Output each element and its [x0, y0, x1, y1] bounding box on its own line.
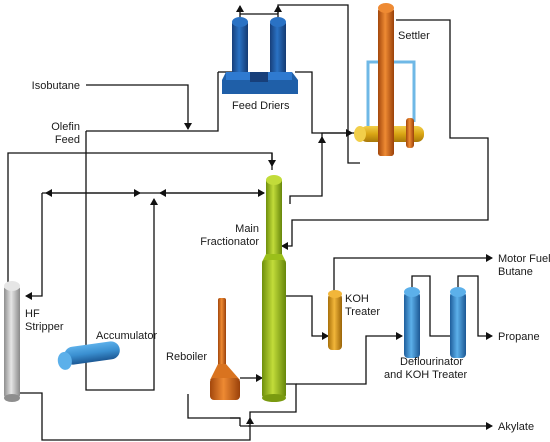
settler-overhead-to-fractionator: [281, 19, 489, 250]
labels: Isobutane Olefin Feed Feed Driers Settle…: [25, 30, 550, 433]
accumulator: [57, 341, 120, 370]
deflourinator-label: Deflourinator: [400, 356, 463, 368]
isobutane-line: [86, 84, 192, 130]
hf-label: HF: [25, 308, 40, 320]
motor-fuel-label: Motor Fuel: [498, 253, 550, 265]
reboiler-label: Reboiler: [166, 351, 207, 363]
feed-label: Feed: [55, 134, 80, 146]
main-fractionator: [262, 175, 286, 402]
butane-label: Butane: [498, 266, 533, 278]
propane-line: [457, 275, 493, 340]
flow-lines: [7, 4, 493, 441]
to-deflourinator-line: [296, 332, 403, 385]
stripper-label: Stripper: [25, 321, 64, 333]
deflourinator-link-line: [411, 275, 450, 337]
olefin-feed-line: [86, 72, 219, 132]
accumulator-label: Accumulator: [96, 330, 157, 342]
fractionator-label: Fractionator: [200, 236, 259, 248]
isobutane-label: Isobutane: [32, 80, 80, 92]
fractionator-to-stripper-line: [7, 152, 273, 286]
koh-label: KOH: [345, 293, 369, 305]
driers-bottom-to-settler-line: [295, 71, 353, 137]
driers-to-settler-line: [277, 4, 360, 164]
olefin-label: Olefin: [51, 121, 80, 133]
accumulator-loop-line: [85, 131, 158, 391]
reboiler: [210, 298, 240, 400]
and-koh-treater-label: and KOH Treater: [384, 369, 467, 381]
settler-drum-line: [289, 132, 360, 204]
settler: [354, 3, 424, 156]
motor-fuel-butane-line: [333, 254, 493, 294]
alkylate-label: Akylate: [498, 421, 534, 433]
reboiler-return-line: [187, 394, 241, 426]
header-to-stripper-line: [25, 193, 43, 300]
settler-label: Settler: [398, 30, 430, 42]
fractionator-bottom-line: [249, 383, 297, 418]
main-label: Main: [235, 223, 259, 235]
feed-driers: [222, 17, 298, 94]
treater-label: Treater: [345, 306, 380, 318]
deflourinator-and-koh-treater: [404, 287, 466, 358]
feed-driers-label: Feed Driers: [232, 100, 290, 112]
stripper-bottom-line: [20, 392, 251, 441]
koh-treater: [328, 290, 342, 350]
propane-label: Propane: [498, 331, 540, 343]
sidedraw-to-koh: [282, 295, 329, 340]
hf-stripper: [4, 281, 20, 402]
